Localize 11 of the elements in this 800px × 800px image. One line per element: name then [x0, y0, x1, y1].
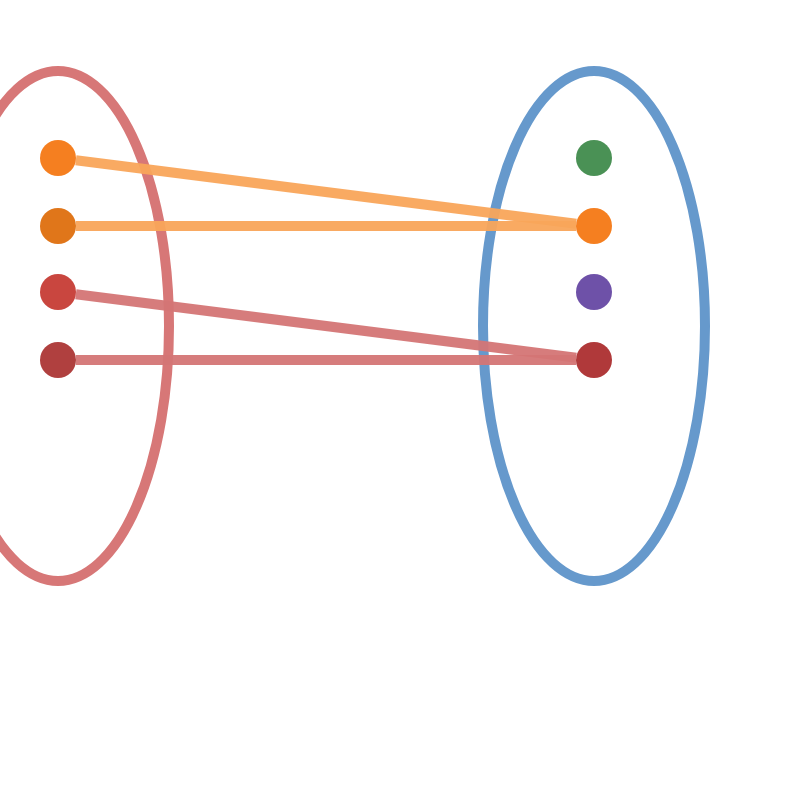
set-ellipse: [478, 66, 710, 586]
dot: [576, 342, 612, 378]
dot: [40, 342, 76, 378]
dot: [576, 208, 612, 244]
dot: [40, 208, 76, 244]
connector-line: [76, 221, 576, 231]
connector-line: [76, 355, 576, 365]
dot: [576, 274, 612, 310]
dot: [40, 140, 76, 176]
dot: [576, 140, 612, 176]
dot: [40, 274, 76, 310]
